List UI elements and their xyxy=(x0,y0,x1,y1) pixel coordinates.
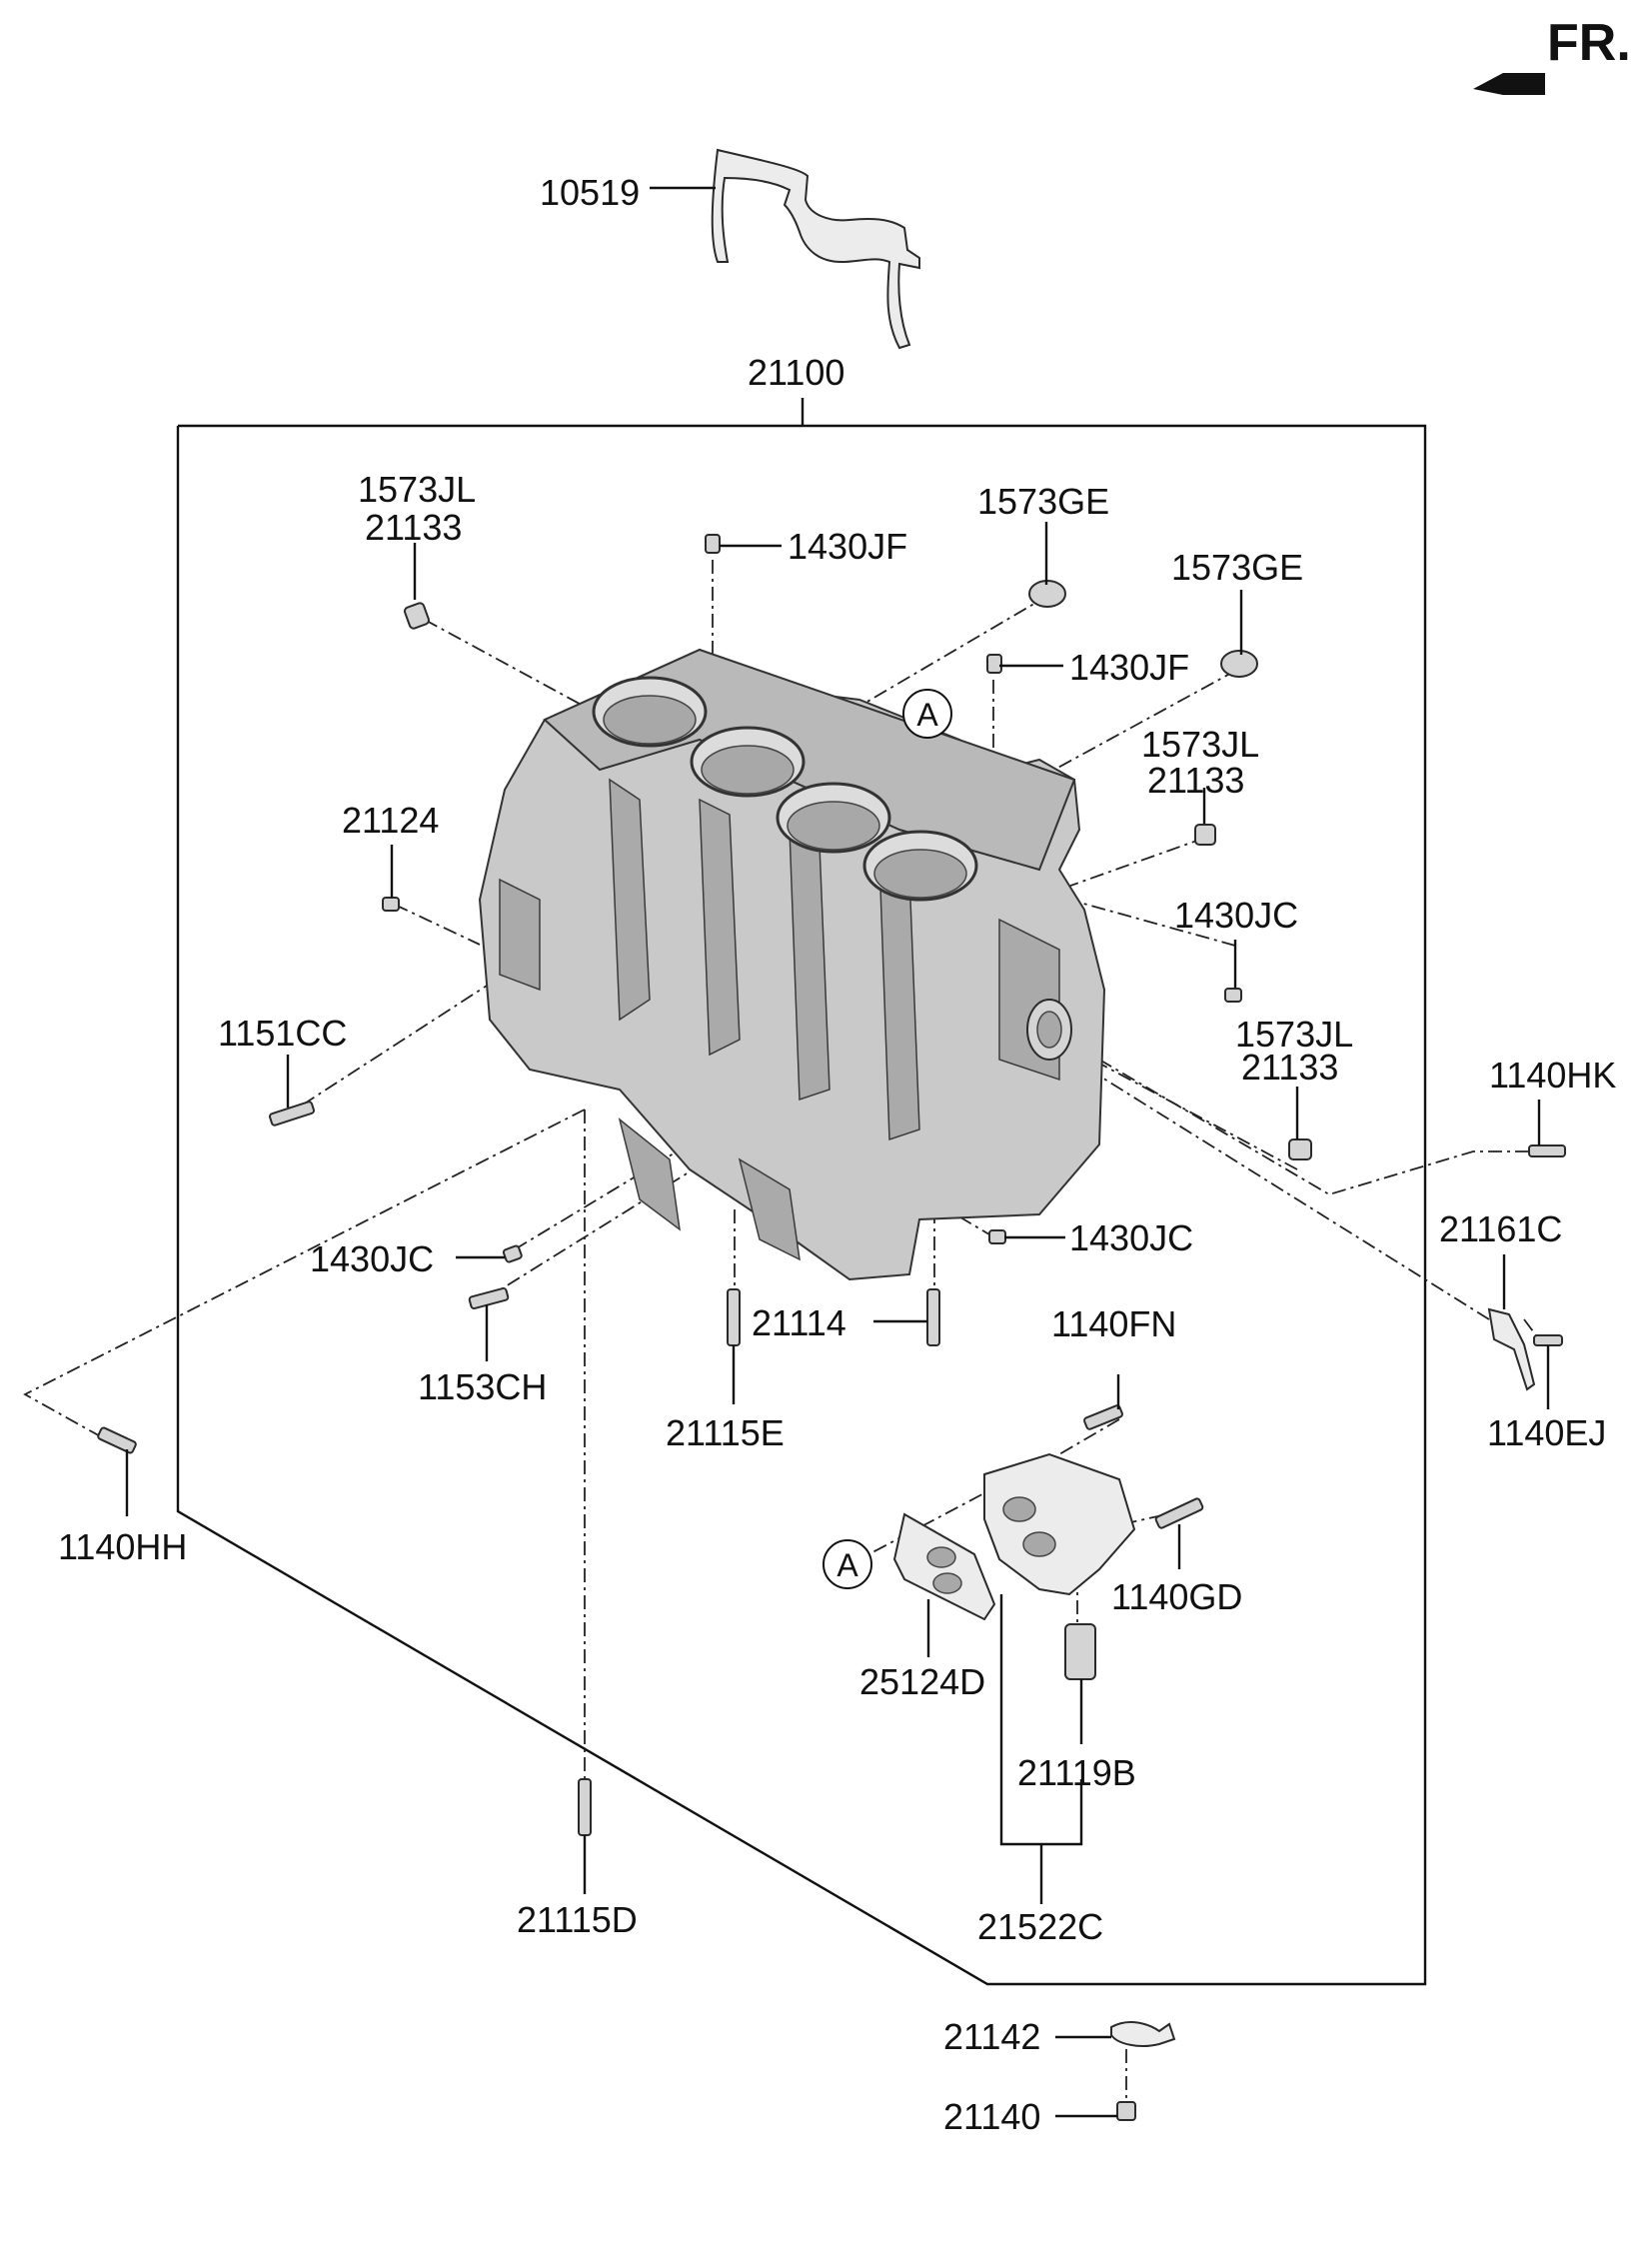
label-1430jc-a: 1430JC xyxy=(1174,895,1298,936)
bolt-1140hk xyxy=(1528,1144,1566,1157)
label-1430jc-b: 1430JC xyxy=(310,1238,434,1279)
label-21124: 21124 xyxy=(342,800,439,841)
label-21115e: 21115E xyxy=(666,1412,785,1453)
label-21100: 21100 xyxy=(748,352,844,393)
dowel-1430jf-a xyxy=(705,534,721,554)
label-1573jl-a: 1573JL xyxy=(358,469,476,510)
bolt-1140hh xyxy=(97,1426,137,1454)
filter-21119b xyxy=(1064,1623,1096,1680)
label-1140fn: 1140FN xyxy=(1051,1303,1176,1344)
front-direction-arrow-icon xyxy=(1473,63,1545,105)
dowel-21124 xyxy=(382,897,400,912)
label-1140ej: 1140EJ xyxy=(1487,1412,1606,1453)
label-1151cc: 1151CC xyxy=(218,1013,347,1054)
dowel-1430jf-b xyxy=(986,654,1002,674)
plug-1573jl-a xyxy=(403,602,431,630)
plug-1573jl-b xyxy=(1194,824,1216,846)
small-parts xyxy=(97,534,1566,2121)
oil-filter-housing xyxy=(983,1452,1136,1596)
label-1573jl-c: 1573JL xyxy=(1235,1014,1353,1055)
label-1430jf-b: 1430JF xyxy=(1069,647,1189,688)
label-21133-b: 21133 xyxy=(1147,760,1244,801)
dowel-1430jc-b xyxy=(502,1244,523,1263)
stud-1151cc xyxy=(269,1101,315,1127)
label-1140hk: 1140HK xyxy=(1489,1055,1616,1096)
bolt-21114 xyxy=(926,1288,940,1346)
label-1140hh: 1140HH xyxy=(58,1526,187,1567)
label-21140: 21140 xyxy=(943,2096,1040,2137)
bolt-1140ej xyxy=(1533,1334,1563,1346)
label-1573ge-b: 1573GE xyxy=(1171,547,1303,588)
callout-a-top: A xyxy=(902,689,952,739)
part-10519-shape xyxy=(711,148,920,350)
label-21115d: 21115D xyxy=(517,1899,638,1940)
label-21522c: 21522C xyxy=(977,1906,1103,1947)
label-1430jf-a: 1430JF xyxy=(788,526,907,567)
cylinder-block-illustration xyxy=(478,648,1106,1281)
bolt-1140fn xyxy=(1083,1404,1123,1430)
label-1140gd: 1140GD xyxy=(1111,1576,1242,1617)
bolt-21115e xyxy=(727,1288,741,1346)
label-21142: 21142 xyxy=(943,2016,1040,2057)
stud-1153ch xyxy=(468,1286,510,1310)
front-direction-marker: FR. xyxy=(1473,14,1631,105)
plug-1573ge-b xyxy=(1220,650,1258,678)
plug-1573jl-c xyxy=(1288,1138,1312,1160)
block-assembly-frame xyxy=(176,398,1427,1986)
callout-letter: A xyxy=(916,697,938,733)
label-1153ch: 1153CH xyxy=(418,1366,547,1407)
plug-21140 xyxy=(1116,2101,1136,2121)
dowel-1430jc-c xyxy=(988,1229,1006,1244)
part-number-labels: 10519 21100 1573JL 21133 1430JF 1573GE 1… xyxy=(58,172,1616,2137)
label-21133-c: 21133 xyxy=(1241,1047,1338,1088)
label-1573jl-b: 1573JL xyxy=(1141,724,1259,765)
label-21114: 21114 xyxy=(752,1302,846,1343)
fr-label: FR. xyxy=(1547,14,1631,72)
callout-letter: A xyxy=(836,1547,858,1583)
dowel-1430jc-a xyxy=(1224,988,1242,1003)
bracket-21161c xyxy=(1487,1307,1536,1391)
label-1430jc-c: 1430JC xyxy=(1069,1217,1193,1258)
label-10519: 10519 xyxy=(540,172,640,213)
label-21133-a: 21133 xyxy=(365,507,462,548)
callout-a-bottom: A xyxy=(823,1539,872,1589)
label-21119b: 21119B xyxy=(1017,1752,1136,1793)
bolt-1140gd xyxy=(1154,1497,1204,1529)
label-1573ge-a: 1573GE xyxy=(977,481,1109,522)
label-25124d: 25124D xyxy=(859,1661,985,1702)
label-leaders xyxy=(125,522,1550,2118)
bolt-21115d xyxy=(578,1778,592,1836)
plug-21142 xyxy=(1110,2021,1176,2047)
label-21161c: 21161C xyxy=(1439,1208,1562,1249)
